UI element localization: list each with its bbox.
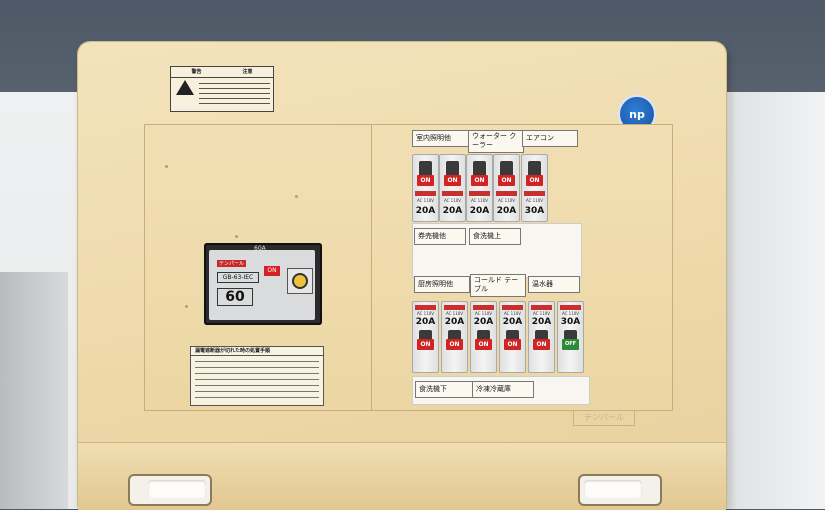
hazard-icon [176, 80, 194, 95]
breaker-rating: 20A [502, 317, 523, 327]
circuit-label: 食洗機下 [415, 381, 473, 398]
breaker-spec: AC 110V [416, 311, 435, 316]
breaker-rating: 20A [415, 206, 436, 216]
breaker-rating: 30A [560, 317, 581, 327]
top-rating: 60A [254, 245, 266, 252]
breaker-spec: AC 110V [470, 198, 489, 203]
instruction-label: 漏電遮断器が切れた時の処置手順 [190, 346, 324, 406]
branch-breaker[interactable]: ON AC 110V 20A [439, 154, 466, 222]
branch-breaker[interactable]: ON AC 110V 20A [466, 154, 493, 222]
right-latch[interactable] [578, 474, 662, 506]
breaker-rating: 20A [415, 317, 436, 327]
breaker-toggle[interactable]: ON [533, 339, 550, 350]
breaker-rating: 20A [444, 317, 465, 327]
breaker-toggle[interactable]: ON [444, 175, 461, 186]
circuit-label: 厨房照明他 [414, 276, 470, 293]
breaker-toggle[interactable]: OFF [562, 339, 579, 350]
on-indicator: ON [264, 266, 280, 276]
branch-breaker[interactable]: AC 110V 20A ON [441, 301, 468, 373]
circuit-label: ウォーター クーラー [468, 130, 524, 153]
branch-breaker[interactable]: AC 110V 20A ON [412, 301, 439, 373]
breaker-toggle[interactable]: ON [417, 175, 434, 186]
branch-breaker[interactable]: AC 110V 20A ON [499, 301, 526, 373]
breaker-rating: 20A [473, 317, 494, 327]
breaker-toggle[interactable]: ON [475, 339, 492, 350]
warning-heading: 警告 [191, 69, 202, 75]
circuit-label: エアコン [522, 130, 578, 147]
circuit-label: 冷凍冷蔵庫 [472, 381, 534, 398]
breaker-spec: AC 110V [443, 198, 462, 203]
breaker-toggle[interactable]: ON [498, 175, 515, 186]
branch-breaker[interactable]: ON AC 110V 20A [493, 154, 520, 222]
brand-emboss: テンパール [573, 410, 635, 426]
breaker-spec: AC 110V [416, 198, 435, 203]
wall-right [730, 92, 825, 509]
breaker-spec: AC 110V [497, 198, 516, 203]
breaker-spec: AC 110V [445, 311, 464, 316]
breaker-toggle[interactable]: ON [471, 175, 488, 186]
breaker-spec: AC 110V [561, 311, 580, 316]
breaker-toggle[interactable]: ON [526, 175, 543, 186]
breaker-spec: AC 110V [532, 311, 551, 316]
caution-heading: 注意 [242, 69, 253, 75]
branch-breaker[interactable]: ON AC 110V 20A [412, 154, 439, 222]
breaker-toggle[interactable]: ON [446, 339, 463, 350]
model-number: GB-63-IEC [217, 272, 259, 283]
test-button[interactable] [294, 275, 306, 287]
branch-breaker[interactable]: AC 110V 20A ON [528, 301, 555, 373]
breaker-rating: 20A [496, 206, 517, 216]
warning-label: 警告 注意 [170, 66, 274, 112]
breaker-spec: AC 110V [525, 198, 544, 203]
breaker-spec: AC 110V [503, 311, 522, 316]
breaker-toggle[interactable]: ON [417, 339, 434, 350]
branch-breaker[interactable]: AC 110V 30A OFF [557, 301, 584, 373]
circuit-label: 室内照明他 [412, 130, 470, 147]
breaker-rating: 20A [469, 206, 490, 216]
breaker-rating: 20A [531, 317, 552, 327]
breaker-rating: 20A [442, 206, 463, 216]
instruction-title: 漏電遮断器が切れた時の処置手順 [191, 347, 323, 356]
main-earth-leakage-breaker[interactable]: テンパール GB-63-IEC 60 ON 60A [204, 243, 322, 325]
breaker-spec: AC 110V [474, 311, 493, 316]
circuit-label: 温水器 [528, 276, 580, 293]
brand-badge: テンパール [217, 260, 247, 267]
branch-breaker[interactable]: AC 110V 20A ON [470, 301, 497, 373]
test-button-housing [287, 268, 313, 294]
breaker-panel: 警告 注意 np テンパール GB-63-IEC 60 ON 60A 漏電遮断器… [78, 42, 726, 510]
wall-corner [0, 272, 68, 509]
rating-display: 60 [217, 288, 253, 306]
breaker-toggle[interactable]: ON [504, 339, 521, 350]
circuit-label: 券売機他 [414, 228, 466, 245]
branch-breaker[interactable]: ON AC 110V 30A [521, 154, 548, 222]
breaker-rating: 30A [524, 206, 545, 216]
left-latch[interactable] [128, 474, 212, 506]
circuit-label: コールド テーブル [470, 274, 526, 297]
circuit-label: 食洗機上 [469, 228, 521, 245]
